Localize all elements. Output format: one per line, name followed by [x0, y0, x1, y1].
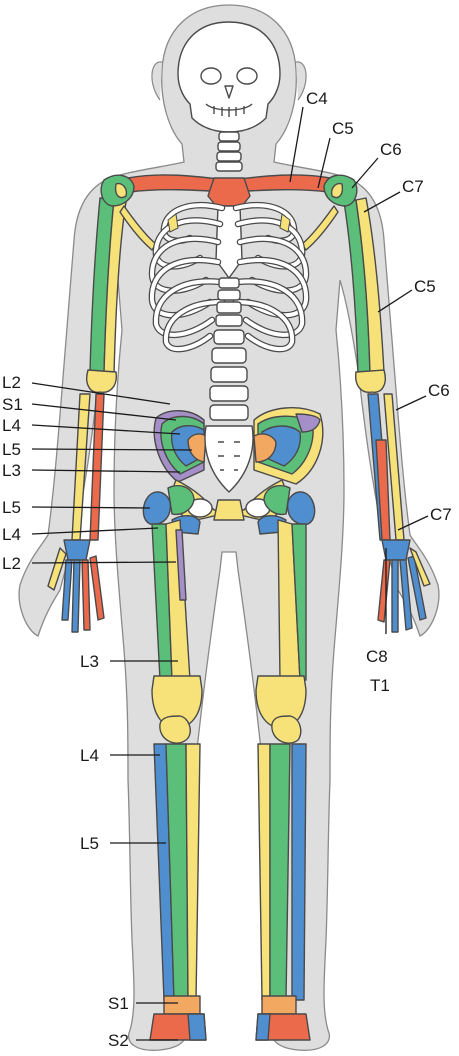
label-l3-thigh: L3 — [80, 652, 99, 671]
label-s2-foot: S2 — [108, 1031, 129, 1050]
right-arm-bones — [343, 197, 431, 633]
label-c7-wrist: C7 — [430, 505, 452, 524]
label-l5-hip: L5 — [2, 498, 21, 517]
label-s1-ankle: S1 — [108, 994, 129, 1013]
label-c7-upper: C7 — [402, 177, 424, 196]
rib-cage — [148, 201, 310, 353]
label-l5-leg: L5 — [80, 834, 99, 853]
skull — [177, 21, 281, 133]
spine — [209, 277, 249, 421]
sclerotome-labels: C4 C5 C6 C7 C5 C6 C7 C8 T1 L2 S1 L4 L5 L… — [2, 89, 452, 1050]
right-ear — [295, 61, 307, 101]
label-t1: T1 — [370, 676, 390, 695]
body-silhouette — [18, 4, 440, 1051]
left-ear — [151, 61, 163, 101]
right-leg-bones — [255, 484, 316, 1041]
label-l4-hip: L4 — [2, 525, 21, 544]
label-c6-forearm: C6 — [428, 381, 450, 400]
label-l2-thigh: L2 — [2, 554, 21, 573]
cervical-spine — [215, 131, 243, 172]
label-c8: C8 — [366, 647, 388, 666]
label-c6-upper: C6 — [380, 140, 402, 159]
label-l5-pelvis: L5 — [2, 440, 21, 459]
label-c5-forearm: C5 — [414, 277, 436, 296]
label-l3-pelvis: L3 — [2, 461, 21, 480]
leader-lines — [31, 106, 429, 1041]
label-l4-knee: L4 — [80, 746, 99, 765]
pelvis — [153, 407, 324, 521]
label-l2-pelvis: L2 — [2, 373, 21, 392]
left-arm-bones — [47, 197, 127, 633]
body-outline — [18, 4, 440, 1051]
label-l4-pelvis: L4 — [2, 416, 21, 435]
label-c5-upper: C5 — [332, 119, 354, 138]
label-c4: C4 — [306, 89, 328, 108]
left-leg-bones — [142, 484, 207, 1041]
label-s1-pelvis: S1 — [2, 395, 23, 414]
